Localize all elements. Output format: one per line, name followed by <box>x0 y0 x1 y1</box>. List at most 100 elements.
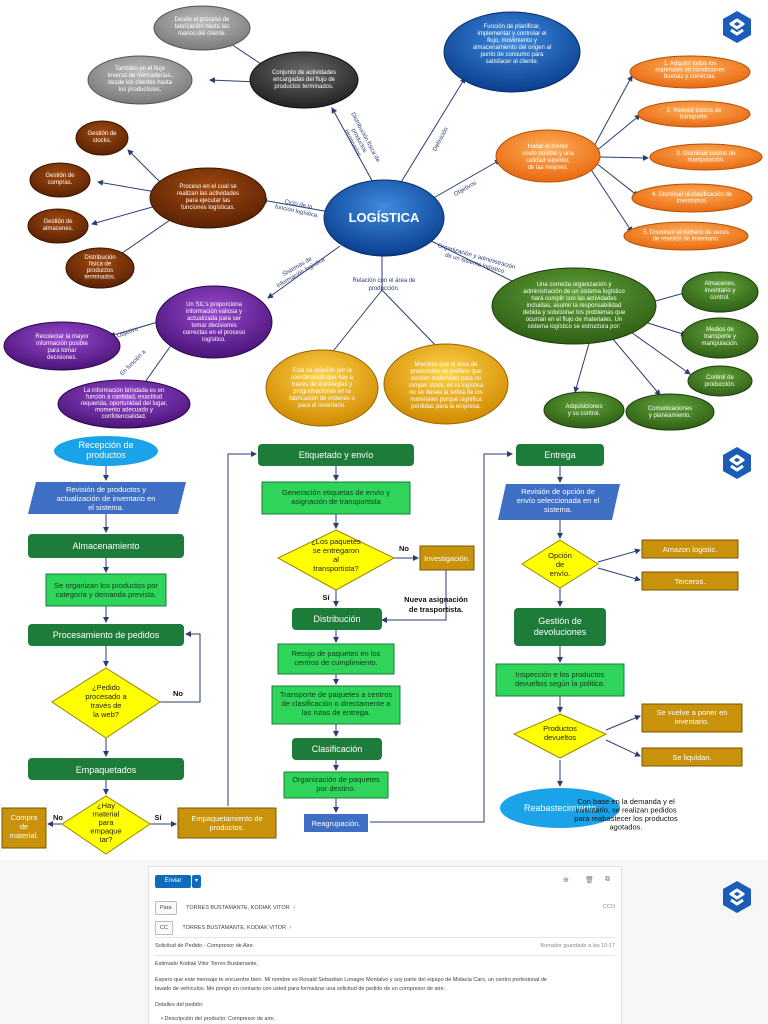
storage-step <box>28 534 184 558</box>
decision-delivered-yes: Sí <box>322 593 330 602</box>
decision-web-order <box>51 667 161 739</box>
to-row: Para TORRES BUSTAMANTE, KODIAK VITOR › <box>155 901 296 915</box>
email-body-line-2[interactable]: lavado de vehículos. Me pongo en contact… <box>155 986 446 992</box>
production-sub-1 <box>265 349 379 427</box>
to-label[interactable]: Para <box>155 901 177 915</box>
review-products-io <box>28 482 186 514</box>
distribution-step <box>292 608 382 630</box>
liquidate-option-text: Se liquidan. <box>672 753 711 762</box>
org-sub-3 <box>687 365 753 397</box>
start-node-recepcion <box>54 436 158 466</box>
org-sub-2 <box>681 317 759 359</box>
organize-packages-step <box>283 771 389 799</box>
replenish-end-text: Reabastecimiento <box>524 803 596 813</box>
email-details-title[interactable]: Detalles del pedido: <box>155 1002 204 1008</box>
email-body-line-1[interactable]: Espero que este mensaje te encuentre bie… <box>155 977 547 983</box>
info-objective-label: Objetivo <box>116 326 139 339</box>
delivery-header <box>516 444 604 466</box>
returns-step <box>514 608 606 646</box>
cc-row: CC TORRES BUSTAMANTE, KODIAK VITOR › <box>155 921 292 935</box>
flowchart-connectors <box>47 451 641 827</box>
label-shipping-header-text: Etiquetado y envío <box>299 450 374 460</box>
delivery-header-text: Entrega <box>544 450 576 460</box>
distribution-sub-2 <box>87 55 193 105</box>
cycle-node <box>149 167 267 229</box>
info-objective-node <box>3 321 121 371</box>
decision-shipping-option <box>521 539 599 589</box>
definition-text: Función de planificar,implementar y cont… <box>473 24 551 65</box>
replenish-end-node <box>500 788 620 828</box>
email-bullet-1[interactable]: • Descripción del producto: Compresor de… <box>161 1016 276 1022</box>
cycle-sub-distribucion <box>65 247 135 289</box>
buy-material-step <box>1 807 47 849</box>
brand-logo-icon <box>723 881 751 913</box>
center-node <box>323 179 445 257</box>
amazon-logistic-text: Amazon logistic. <box>663 545 718 554</box>
regroup-step <box>304 814 368 832</box>
header-divider <box>155 937 615 938</box>
org-sub-1 <box>681 271 759 313</box>
cc-label[interactable]: CC <box>155 921 173 935</box>
subject-divider <box>155 955 615 956</box>
send-button[interactable]: Enviar <box>155 875 191 888</box>
amazon-logistic-option <box>641 539 739 559</box>
email-greeting[interactable]: Estimado Kodiak Vitor Torres Bustamante, <box>155 961 259 967</box>
org-label: Organización y administraciónde un siste… <box>435 243 516 278</box>
order-processing-step <box>28 624 184 646</box>
bcc-link[interactable]: CCO <box>603 904 616 910</box>
cycle-sub-stocks <box>75 120 129 156</box>
info-function-label: En función a <box>119 349 147 377</box>
zoom-icon[interactable]: ⊕ <box>563 877 569 884</box>
subject-field[interactable]: Solicitud de Pedido - Compresor de Aire <box>155 943 253 949</box>
info-function-node <box>57 379 191 429</box>
restock-option <box>641 703 743 733</box>
to-recipient-chevron-icon: › <box>293 905 296 911</box>
info-label: Sistemas deinformación logística <box>272 251 326 290</box>
review-shipping-io <box>498 484 620 520</box>
definition-label: Definición <box>432 126 450 152</box>
cc-recipient-chevron-icon: › <box>289 925 292 931</box>
packing-products-step <box>177 807 277 839</box>
cycle-sub-compras <box>29 162 91 198</box>
delete-icon[interactable]: 🗑 <box>585 877 594 884</box>
production-sub-2 <box>383 343 509 425</box>
objective-3 <box>649 143 763 171</box>
decision-web-order-no: No <box>173 689 183 698</box>
to-recipient[interactable]: TORRES BUSTAMANTE, KODIAK VITOR <box>186 905 290 911</box>
order-processing-text: Procesamiento de pedidos <box>53 630 160 640</box>
cycle-sub-almacenes <box>27 208 89 244</box>
objective-4 <box>631 183 753 213</box>
cc-recipient[interactable]: TORRES BUSTAMANTE, KODIAK VITOR <box>182 925 286 931</box>
send-options-chevron-icon[interactable]: ▾ <box>192 875 201 888</box>
transport-step <box>271 685 401 725</box>
popout-icon[interactable]: ⧉ <box>605 876 610 883</box>
org-sub-4 <box>625 393 715 431</box>
distribution-step-text: Distribución <box>313 614 360 624</box>
distribution-label: Distribución física deproductosterminado… <box>337 112 381 171</box>
